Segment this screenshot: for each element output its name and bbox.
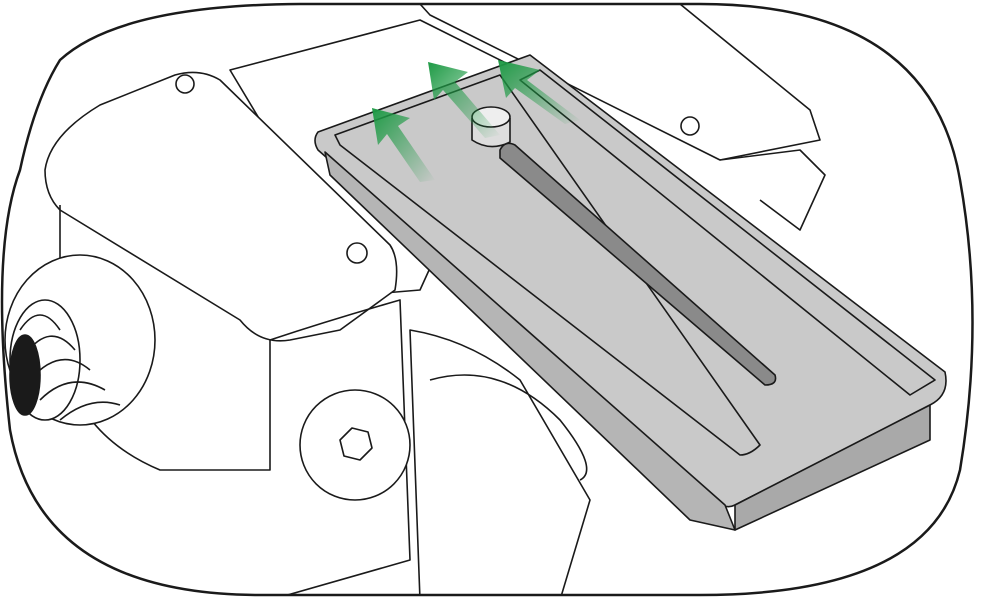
quick-release-plate [314, 54, 947, 531]
side-knob [4, 254, 156, 426]
direction-arrow-icon [372, 108, 435, 182]
back-rail [419, 4, 821, 161]
direction-arrow-icon [498, 60, 580, 124]
screw [680, 116, 700, 136]
direction-arrow-icon [428, 62, 500, 138]
